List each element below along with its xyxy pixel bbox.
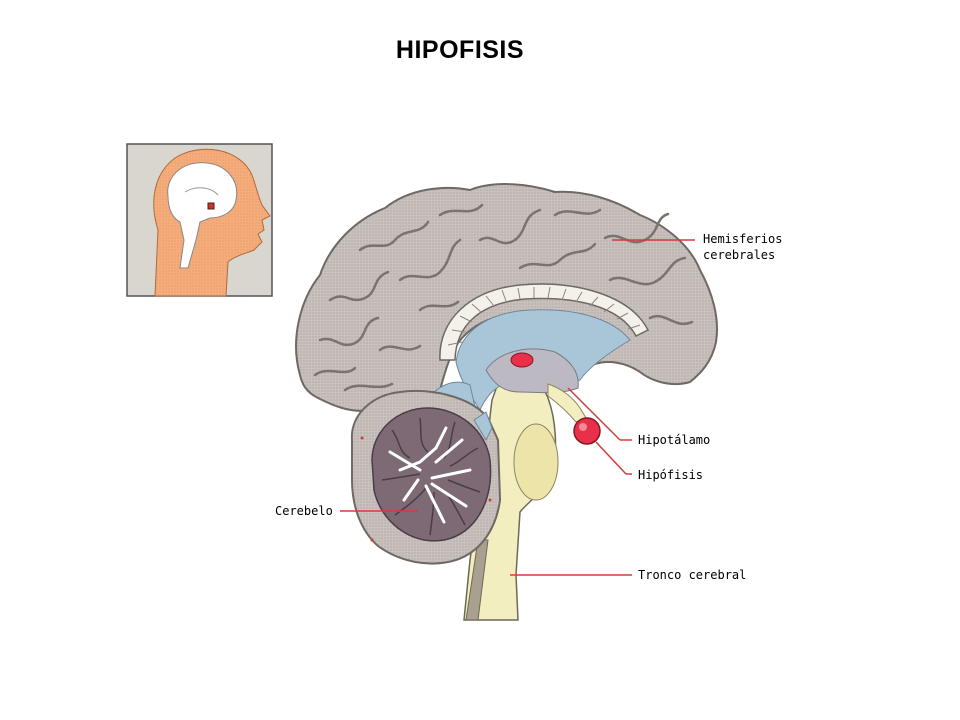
leader-hipofisis-diag [595, 441, 627, 475]
page-title: HIPOFISIS [0, 36, 960, 65]
label-hipotalamo: Hipotálamo [638, 433, 710, 447]
label-cerebelo: Cerebelo [275, 504, 333, 518]
leader-lines [340, 239, 695, 576]
brain-sagittal-section [295, 183, 718, 621]
pineal-gland [510, 352, 534, 368]
label-hemisferios-line1: Hemisferios [703, 232, 782, 246]
arbor-vitae [388, 426, 472, 524]
label-tronco-cerebral: Tronco cerebral [638, 568, 746, 582]
pituitary-highlight [579, 423, 587, 431]
inset-pituitary-marker [207, 202, 215, 210]
cerebellum [350, 390, 502, 565]
label-hipofisis: Hipófisis [638, 468, 703, 482]
label-hemisferios-line2: cerebrales [703, 248, 775, 262]
inset-brain-silhouette [167, 162, 238, 269]
leader-hipotalamo-diag [567, 387, 621, 441]
gyri-folds [313, 203, 694, 392]
pituitary-gland [573, 417, 601, 445]
corpus-callosum-striations [447, 286, 641, 346]
thalamus [485, 348, 579, 394]
pons [513, 423, 559, 501]
inset-head-diagram [126, 143, 273, 297]
page-title-text: HIPOFISIS [395, 36, 525, 64]
